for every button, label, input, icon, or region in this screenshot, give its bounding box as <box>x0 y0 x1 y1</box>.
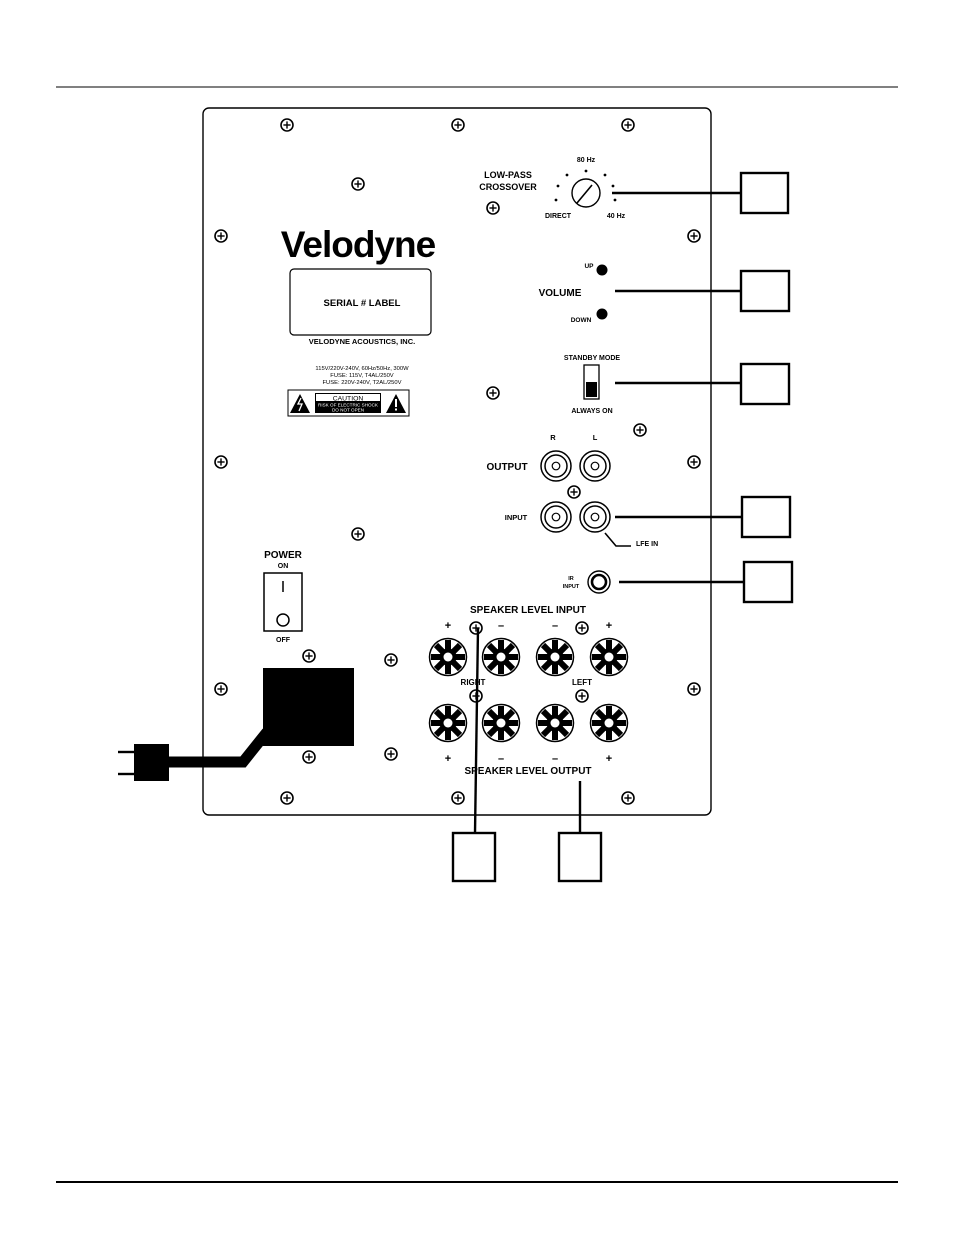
binding-post-out-right-minus[interactable] <box>483 705 520 742</box>
rca-l-label: L <box>593 433 598 442</box>
ir-label-2: INPUT <box>563 584 580 590</box>
input-label: INPUT <box>505 513 528 522</box>
volume-up-button[interactable] <box>596 264 608 276</box>
binding-post-out-left-minus[interactable] <box>537 705 574 742</box>
callout-leaders <box>473 191 744 834</box>
caution-label: CAUTION RISK OF ELECTRIC SHOCK DO NOT OP… <box>287 389 410 417</box>
crossover-dial-dots <box>554 169 617 202</box>
output-jack-left[interactable] <box>579 450 611 482</box>
output-jack-right[interactable] <box>540 450 572 482</box>
rca-r-label: R <box>550 433 556 442</box>
crossover-80hz-label: 80 Hz <box>577 157 596 164</box>
polarity-top-1: + <box>445 620 451 632</box>
speaker-input-title: SPEAKER LEVEL INPUT <box>470 605 586 616</box>
always-on-label: ALWAYS ON <box>571 408 612 415</box>
binding-post-out-left-plus[interactable] <box>591 705 628 742</box>
ir-label-1: IR <box>568 576 574 582</box>
polarity-bottom-1: + <box>445 753 451 765</box>
standby-label: STANDBY MODE <box>564 355 620 362</box>
volume-label: VOLUME <box>539 288 582 299</box>
binding-post-in-left-plus[interactable] <box>591 639 628 676</box>
input-jack-right[interactable] <box>540 501 572 533</box>
speaker-output-title: SPEAKER LEVEL OUTPUT <box>464 766 591 777</box>
callout-boxes <box>451 171 794 883</box>
ir-input-jack[interactable] <box>587 570 611 594</box>
polarity-bottom-3: – <box>552 753 558 765</box>
callout-box-speaker-output <box>557 831 603 883</box>
power-cord <box>118 668 354 781</box>
volume-down-button[interactable] <box>596 308 608 320</box>
crossover-title-2: CROSSOVER <box>479 182 537 192</box>
lfe-in-label: LFE IN <box>636 541 658 548</box>
crossover-40hz-label: 40 Hz <box>607 213 626 220</box>
power-label: POWER <box>264 550 303 561</box>
polarity-bottom-2: – <box>498 753 504 765</box>
callout-box-lfe <box>740 495 792 539</box>
binding-post-in-right-plus[interactable] <box>430 639 467 676</box>
power-on-label: ON <box>278 563 289 570</box>
crossover-direct-label: DIRECT <box>545 213 572 220</box>
polarity-bottom-4: + <box>606 753 612 765</box>
callout-box-standby <box>739 362 791 406</box>
power-off-label: OFF <box>276 637 291 644</box>
spec-line-2: FUSE: 115V, T4AL/250V <box>330 373 394 379</box>
svg-text:RISK OF ELECTRIC SHOCK: RISK OF ELECTRIC SHOCK <box>318 403 379 408</box>
standby-mode-switch[interactable] <box>583 364 600 400</box>
serial-label-box <box>289 268 432 336</box>
svg-text:DO NOT OPEN: DO NOT OPEN <box>332 408 364 413</box>
input-jack-left-lfe[interactable] <box>579 501 611 533</box>
spec-line-3: FUSE: 220V-240V, T2AL/250V <box>323 380 402 386</box>
polarity-top-4: + <box>606 620 612 632</box>
output-label: OUTPUT <box>486 462 527 473</box>
heatsink-block <box>263 668 354 746</box>
company-name: VELODYNE ACOUSTICS, INC. <box>309 337 415 346</box>
polarity-top-2: – <box>498 620 504 632</box>
velodyne-logo: Velodyne <box>281 224 436 265</box>
speaker-left-label: LEFT <box>572 678 592 687</box>
callout-box-volume <box>739 269 791 313</box>
lfe-pointer-line <box>604 532 631 547</box>
volume-up-label: UP <box>584 263 594 270</box>
binding-post-in-right-minus[interactable] <box>483 639 520 676</box>
callout-box-ir <box>742 560 794 604</box>
callout-box-speaker-input <box>451 831 497 883</box>
svg-text:CAUTION: CAUTION <box>333 396 364 403</box>
binding-post-out-right-plus[interactable] <box>430 705 467 742</box>
crossover-title-1: LOW-PASS <box>484 170 532 180</box>
polarity-top-3: – <box>552 620 558 632</box>
binding-post-in-left-minus[interactable] <box>537 639 574 676</box>
volume-down-label: DOWN <box>571 317 592 324</box>
power-switch[interactable] <box>263 572 303 632</box>
plug-icon <box>134 744 169 781</box>
spec-line-1: 115V/220V-240V, 60Hz/50Hz, 300W <box>315 366 409 372</box>
crossover-knob[interactable] <box>571 178 601 208</box>
serial-label-text: SERIAL # LABEL <box>324 298 401 309</box>
callout-box-crossover <box>739 171 790 215</box>
speaker-right-label: RIGHT <box>461 678 486 687</box>
